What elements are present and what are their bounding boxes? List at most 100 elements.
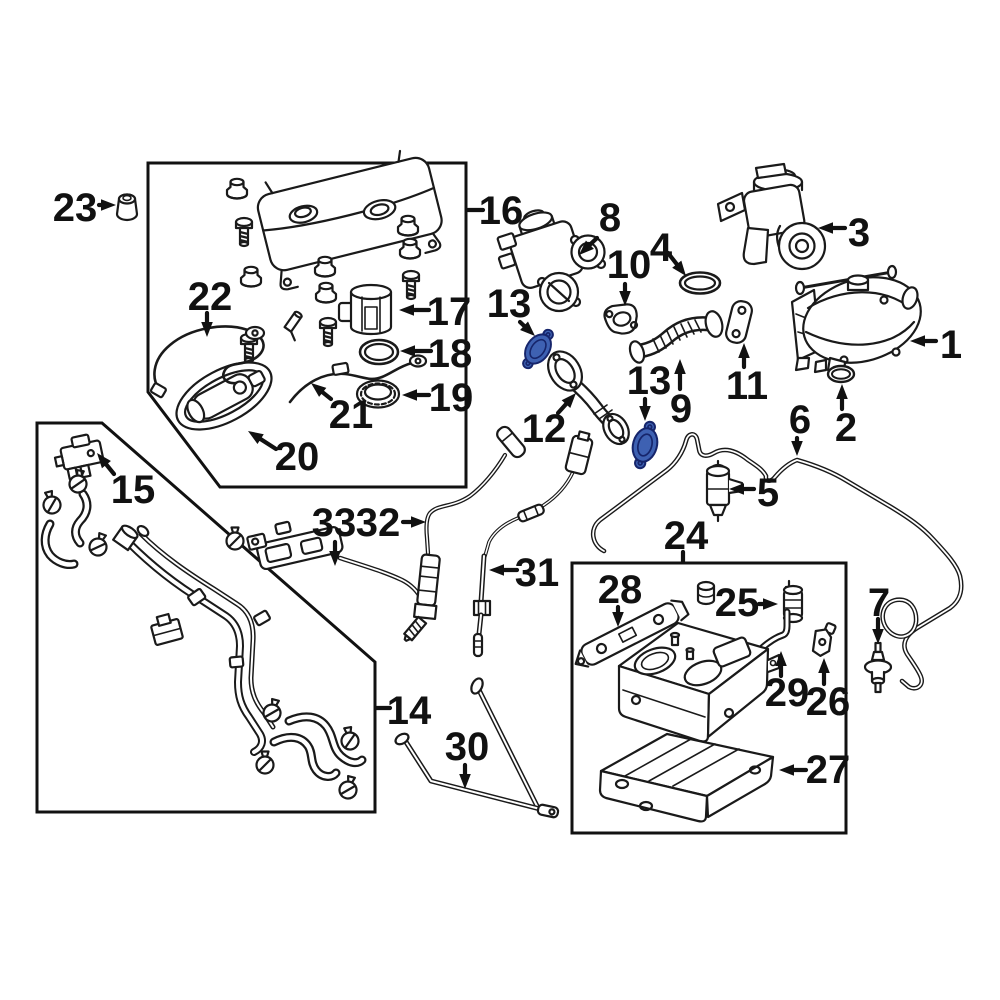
callout-10-number: 10 xyxy=(607,243,652,287)
callout-13b-arrowhead xyxy=(639,406,651,421)
part-9-egr-hose xyxy=(628,310,724,364)
callout-20: 20 xyxy=(248,431,319,479)
callout-9: 9 xyxy=(670,359,692,431)
callout-26-arrowhead xyxy=(818,658,830,673)
callout-19: 19 xyxy=(402,376,473,420)
callout-29-number: 29 xyxy=(765,671,810,715)
callout-25-number: 25 xyxy=(715,581,760,625)
callout-13b: 13 xyxy=(627,359,671,421)
part-16-heater-tank xyxy=(256,149,443,291)
part-24-fuel-tank xyxy=(617,621,781,743)
part-27-skid-plate xyxy=(598,732,775,823)
callout-2: 2 xyxy=(835,384,857,450)
callout-8: 8 xyxy=(579,196,621,255)
callout-29-arrowhead xyxy=(775,651,787,666)
callout-22-number: 22 xyxy=(188,275,233,319)
callout-11-number: 11 xyxy=(726,364,768,408)
fuel-tank-cap xyxy=(696,580,716,606)
callout-31-number: 31 xyxy=(515,551,560,595)
callout-15: 15 xyxy=(97,453,155,512)
callout-24-number: 24 xyxy=(664,514,709,558)
callout-6-arrowhead xyxy=(791,441,803,456)
callout-10: 10 xyxy=(607,243,652,306)
callout-25-arrowhead xyxy=(763,598,778,610)
callout-15-arrowhead xyxy=(97,453,111,469)
part-18-o-ring xyxy=(358,338,400,366)
callout-23: 23 xyxy=(53,186,116,230)
callout-18-number: 18 xyxy=(428,332,473,376)
callout-21: 21 xyxy=(311,383,373,437)
callout-28-arrowhead xyxy=(612,612,624,627)
part-12-egr-pipe xyxy=(546,350,630,446)
part-2-o-ring xyxy=(826,364,856,384)
callout-4-arrowhead xyxy=(672,260,686,276)
callout-1: 1 xyxy=(910,323,962,367)
callout-17-number: 17 xyxy=(427,290,472,334)
callout-20-arrowhead xyxy=(248,431,264,444)
part-33-sensor-harness xyxy=(246,520,425,603)
callout-26: 26 xyxy=(806,658,851,724)
callout-8-number: 8 xyxy=(599,196,621,240)
callout-12-arrowhead xyxy=(561,393,576,409)
part-13-gasket-highlighted-b xyxy=(626,417,664,473)
filler-hoses-upper xyxy=(40,489,92,569)
callout-26-number: 26 xyxy=(806,680,851,724)
callout-31-arrowhead xyxy=(489,564,504,576)
callout-7-arrowhead xyxy=(872,629,884,644)
callout-14: 14 xyxy=(373,689,432,733)
callout-21-arrowhead xyxy=(311,383,327,397)
callout-30: 30 xyxy=(445,725,490,789)
callout-2-arrowhead xyxy=(836,384,848,399)
part-3-egr-valve xyxy=(716,162,827,271)
part-19-lock-ring xyxy=(355,379,401,409)
callout-33-arrowhead xyxy=(329,551,341,566)
callout-32-arrowhead xyxy=(411,516,426,528)
callout-8-arrowhead xyxy=(579,240,594,255)
callout-17-arrowhead xyxy=(399,304,414,316)
callout-6: 6 xyxy=(789,398,811,456)
callout-14-number: 14 xyxy=(387,689,432,733)
part-4-o-ring xyxy=(678,271,722,295)
callout-3: 3 xyxy=(818,211,870,255)
part-22-wiring-harness xyxy=(149,325,266,399)
callout-27-number: 27 xyxy=(806,748,851,792)
part-17-metering-pump xyxy=(337,283,393,336)
callout-6-number: 6 xyxy=(789,398,811,442)
part-1-egr-cooler xyxy=(790,264,922,374)
heater-mount-fasteners xyxy=(225,177,422,364)
callout-1-arrowhead xyxy=(910,335,925,347)
callout-10-arrowhead xyxy=(619,291,631,306)
callout-17: 17 xyxy=(399,290,471,334)
filler-hoses-lower xyxy=(269,712,367,781)
callout-32-number: 32 xyxy=(356,501,401,545)
callout-23-number: 23 xyxy=(53,186,98,230)
callout-5-number: 5 xyxy=(757,471,779,515)
callout-11-arrowhead xyxy=(738,343,750,358)
callout-22: 22 xyxy=(188,275,233,337)
callout-9-arrowhead xyxy=(674,359,686,374)
part-20-pump-with-bracket xyxy=(175,361,273,431)
callout-2-number: 2 xyxy=(835,406,857,450)
callout-4-number: 4 xyxy=(650,226,673,270)
part-7-check-valve xyxy=(863,641,893,694)
part-26-bracket xyxy=(811,622,837,657)
callout-23-arrowhead xyxy=(101,199,116,211)
callout-28: 28 xyxy=(598,568,642,627)
part-28-bracket xyxy=(574,599,690,668)
callout-5-arrowhead xyxy=(729,483,744,495)
callout-19-arrowhead xyxy=(402,389,417,401)
callout-3-arrowhead xyxy=(818,222,833,234)
callout-19-number: 19 xyxy=(429,376,474,420)
filler-pipe-box-outline xyxy=(35,421,377,814)
part-23-cap xyxy=(115,193,139,222)
part-21-wiring-harness xyxy=(288,354,428,404)
callout-labels: 1234567891011121313141516171819202122232… xyxy=(53,186,962,792)
callout-27-arrowhead xyxy=(779,764,794,776)
callout-1-number: 1 xyxy=(940,323,962,367)
part-32-oxygen-sensor xyxy=(403,425,526,642)
callout-3-number: 3 xyxy=(848,211,870,255)
callout-12: 12 xyxy=(522,393,576,451)
callout-30-number: 30 xyxy=(445,725,490,769)
